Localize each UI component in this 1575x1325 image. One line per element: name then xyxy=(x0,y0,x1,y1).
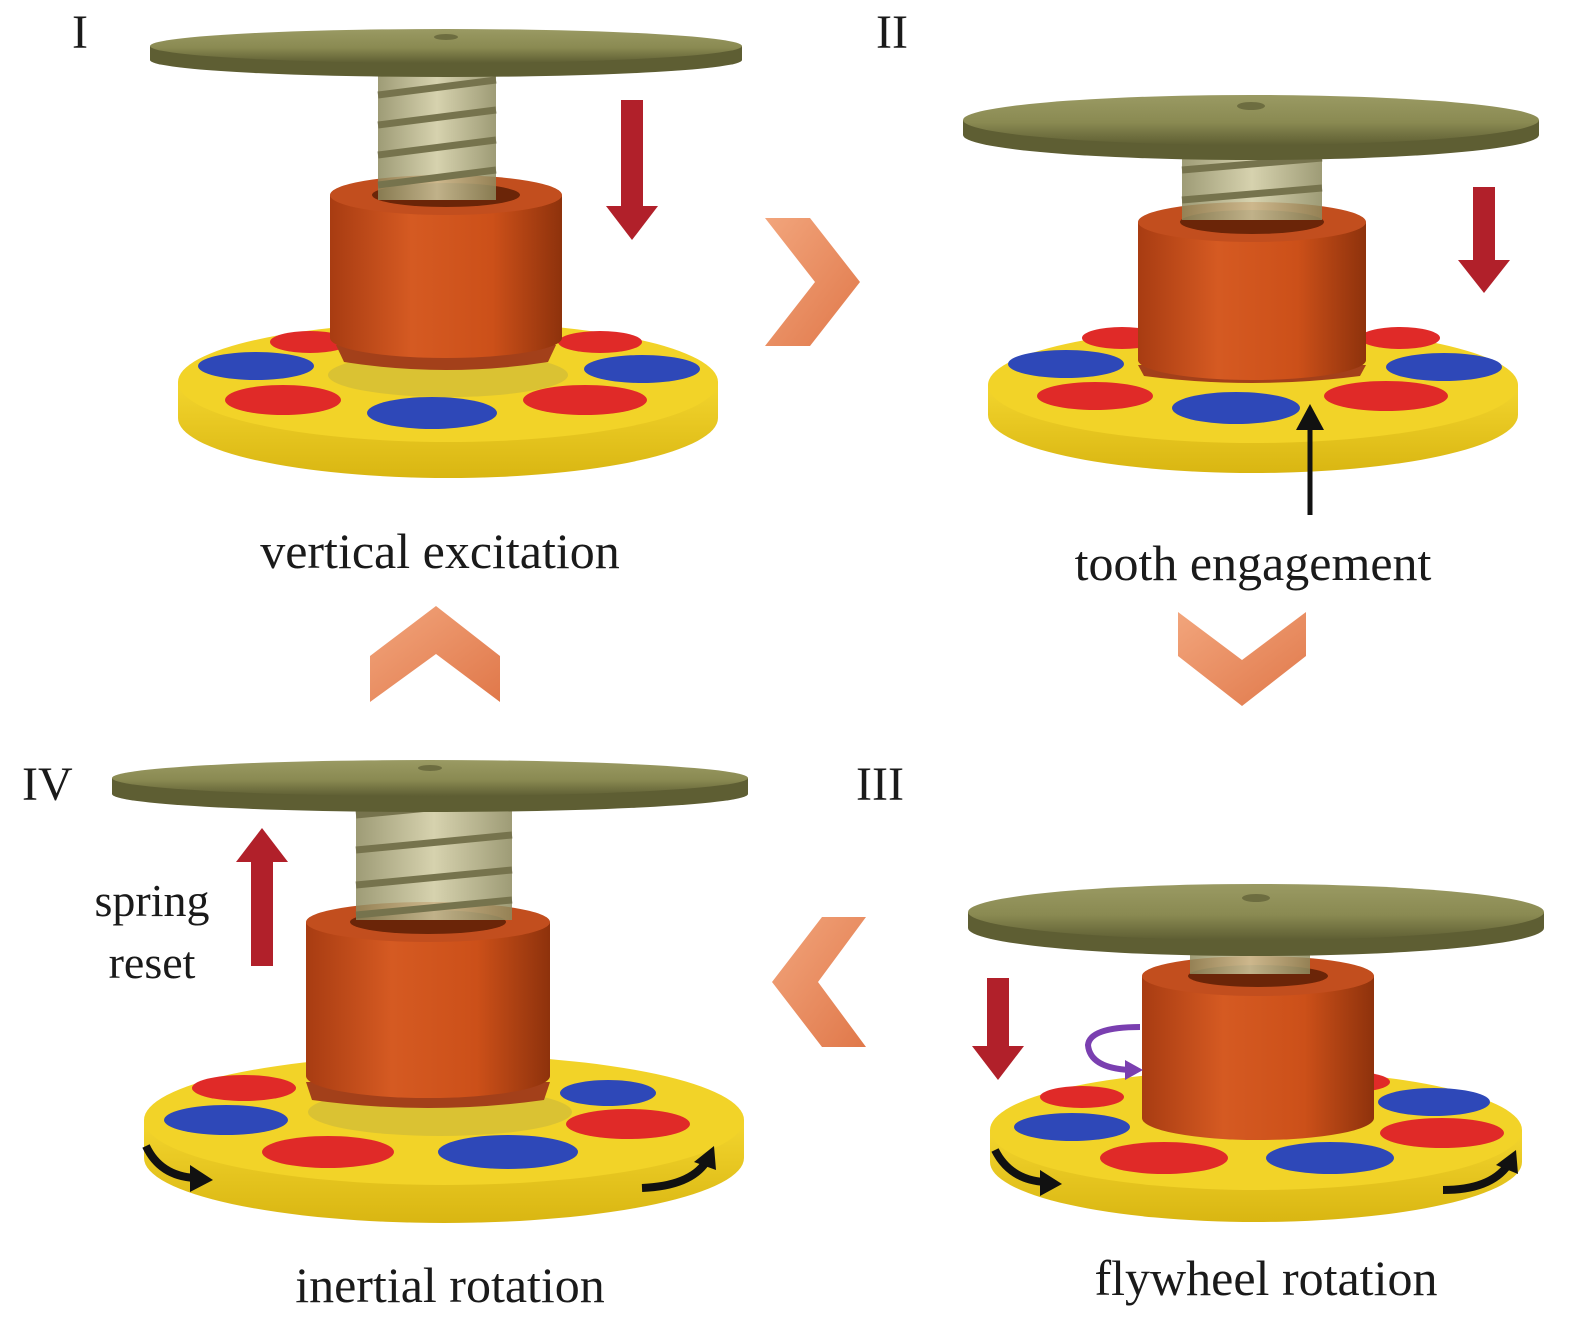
sleeve xyxy=(1142,956,1374,1140)
panel-4-numeral: IV xyxy=(22,758,73,811)
sleeve xyxy=(306,902,550,1098)
chevron-icon xyxy=(772,917,866,1047)
spring-reset-label-line2: reset xyxy=(109,937,196,988)
curved-arrow-icon xyxy=(641,1146,716,1192)
panel-1-numeral: I xyxy=(72,6,88,59)
sleeve xyxy=(330,175,562,358)
magnets xyxy=(198,331,700,429)
down-arrow-icon xyxy=(606,100,658,240)
curved-arrow-icon xyxy=(1442,1150,1518,1194)
curved-arrow-icon xyxy=(991,1148,1062,1196)
panel-3-caption: flywheel rotation xyxy=(1095,1250,1438,1306)
down-arrow-icon xyxy=(1458,187,1510,293)
panel-2 xyxy=(963,95,1539,515)
panel-3-numeral: III xyxy=(856,758,904,811)
pointer-arrow-icon xyxy=(1296,404,1324,515)
magnets xyxy=(1014,1072,1504,1174)
panel-2-caption: tooth engagement xyxy=(1075,535,1432,591)
chevron-icon xyxy=(370,606,500,702)
chevron-icon xyxy=(765,218,860,346)
magnets xyxy=(164,1075,690,1169)
spring-reset-label-line1: spring xyxy=(95,875,210,926)
top-plate xyxy=(968,884,1544,956)
down-arrow-icon xyxy=(972,978,1024,1080)
curved-arrow-icon xyxy=(142,1144,213,1192)
top-plate xyxy=(112,760,748,812)
up-arrow-icon xyxy=(236,828,288,966)
panel-1-caption: vertical excitation xyxy=(260,523,620,579)
rotation-arrow-icon xyxy=(1084,1024,1143,1080)
spring xyxy=(1181,150,1323,220)
panel-4-caption: inertial rotation xyxy=(295,1257,605,1313)
panel-3 xyxy=(968,884,1544,1222)
spring xyxy=(377,70,497,200)
top-plate xyxy=(963,95,1539,160)
top-plate xyxy=(150,29,742,77)
chevron-icon xyxy=(1178,612,1306,706)
panel-4 xyxy=(112,760,748,1223)
panel-1 xyxy=(150,29,742,478)
sleeve xyxy=(1138,202,1366,380)
panel-2-numeral: II xyxy=(876,6,908,59)
